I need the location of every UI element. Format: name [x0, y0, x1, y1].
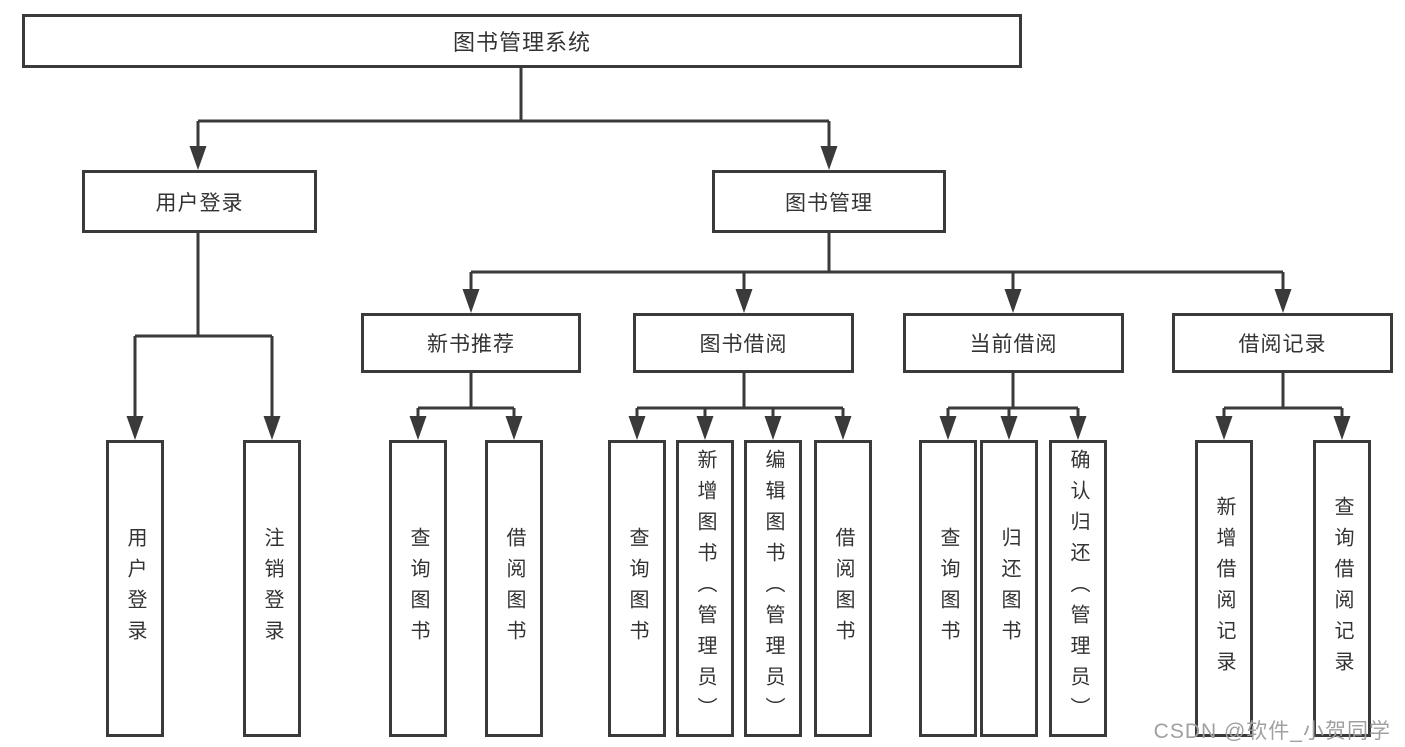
leaf-return-books-label: 归还图书 — [998, 526, 1020, 651]
leaf-query-books-recommend-label: 查询图书 — [407, 526, 429, 651]
leaf-query-books-recommend: 查询图书 — [389, 440, 447, 737]
leaf-query-books-current-label: 查询图书 — [937, 526, 959, 651]
node-new-book-recommend: 新书推荐 — [361, 313, 581, 373]
leaf-edit-books-admin: 编辑图书（管理员） — [744, 440, 802, 737]
node-book-management: 图书管理 — [712, 170, 946, 233]
node-book-management-label: 图书管理 — [785, 191, 873, 215]
leaf-user-login-label: 用户登录 — [124, 526, 146, 651]
connector-book-mgmt-to-level3 — [469, 233, 1285, 297]
connector-book-borrow-to-leaves — [635, 373, 845, 424]
leaf-user-login: 用户登录 — [106, 440, 164, 737]
leaf-query-borrow-record: 查询借阅记录 — [1313, 440, 1371, 737]
leaf-query-borrow-record-label: 查询借阅记录 — [1331, 495, 1353, 682]
leaf-add-books-admin-label: 新增图书（管理员） — [694, 449, 716, 728]
leaf-add-books-admin: 新增图书（管理员） — [676, 440, 734, 737]
leaf-add-borrow-record-label: 新增借阅记录 — [1213, 495, 1235, 682]
leaf-borrow-books-borrow: 借阅图书 — [814, 440, 872, 737]
node-borrow-records: 借阅记录 — [1172, 313, 1393, 373]
node-borrow-records-label: 借阅记录 — [1238, 333, 1327, 356]
node-system-root-label: 图书管理系统 — [452, 30, 591, 55]
leaf-logout: 注销登录 — [243, 440, 301, 737]
leaf-confirm-return-admin: 确认归还（管理员） — [1049, 440, 1107, 737]
node-new-book-recommend-label: 新书推荐 — [427, 333, 515, 356]
connector-new-book-to-leaves — [416, 373, 516, 424]
connector-root-to-level2 — [196, 68, 831, 152]
node-current-borrow: 当前借阅 — [903, 313, 1124, 373]
leaf-logout-label: 注销登录 — [261, 526, 283, 651]
connector-borrow-record-to-leaves — [1222, 373, 1344, 424]
leaf-borrow-books-borrow-label: 借阅图书 — [832, 526, 854, 651]
leaf-add-borrow-record: 新增借阅记录 — [1195, 440, 1253, 737]
csdn-watermark: CSDN @软件_小贺同学 — [1153, 720, 1391, 743]
leaf-query-books-borrow-label: 查询图书 — [626, 526, 648, 651]
connector-user-login-to-leaves — [133, 233, 274, 424]
leaf-borrow-books-recommend-label: 借阅图书 — [503, 526, 525, 651]
leaf-query-books-current: 查询图书 — [919, 440, 977, 737]
node-system-root: 图书管理系统 — [22, 14, 1022, 68]
leaf-query-books-borrow: 查询图书 — [608, 440, 666, 737]
node-user-login: 用户登录 — [82, 170, 317, 233]
node-current-borrow-label: 当前借阅 — [969, 333, 1058, 356]
leaf-edit-books-admin-label: 编辑图书（管理员） — [762, 449, 784, 728]
leaf-confirm-return-admin-label: 确认归还（管理员） — [1067, 449, 1089, 728]
leaf-return-books: 归还图书 — [980, 440, 1038, 737]
connector-current-borrow-to-leaves — [946, 373, 1080, 424]
node-book-borrow: 图书借阅 — [633, 313, 854, 373]
leaf-borrow-books-recommend: 借阅图书 — [485, 440, 543, 737]
node-book-borrow-label: 图书借阅 — [699, 333, 788, 356]
node-user-login-label: 用户登录 — [155, 191, 244, 215]
